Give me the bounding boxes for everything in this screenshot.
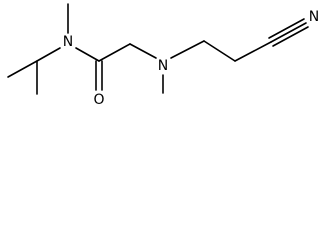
molecule-structure-diagram: N O N N xyxy=(7,3,319,108)
atom-label-amine-nitrogen: N xyxy=(158,58,168,74)
atom-label-carbonyl-oxygen: O xyxy=(93,92,104,108)
bond-nitrile-triple-2 xyxy=(268,18,305,39)
bond-isopropyl-to-amide-n xyxy=(36,47,61,62)
atom-label-amide-nitrogen: N xyxy=(63,34,73,50)
bond-ch2-to-nitrile-c xyxy=(234,41,272,62)
bond-nitrile-triple-3 xyxy=(272,26,309,47)
bond-ch2-to-ch2 xyxy=(203,40,236,62)
atom-label-nitrile-nitrogen: N xyxy=(309,9,319,25)
bond-isopropyl-methyl-1 xyxy=(7,60,38,78)
bond-amine-n-to-ch2 xyxy=(170,40,205,59)
bond-amide-n-to-carbonyl xyxy=(75,47,100,62)
bond-ch2-to-amine-n xyxy=(129,43,157,59)
bond-nitrile-triple-1 xyxy=(270,22,307,43)
bond-carbonyl-to-ch2 xyxy=(98,43,131,62)
